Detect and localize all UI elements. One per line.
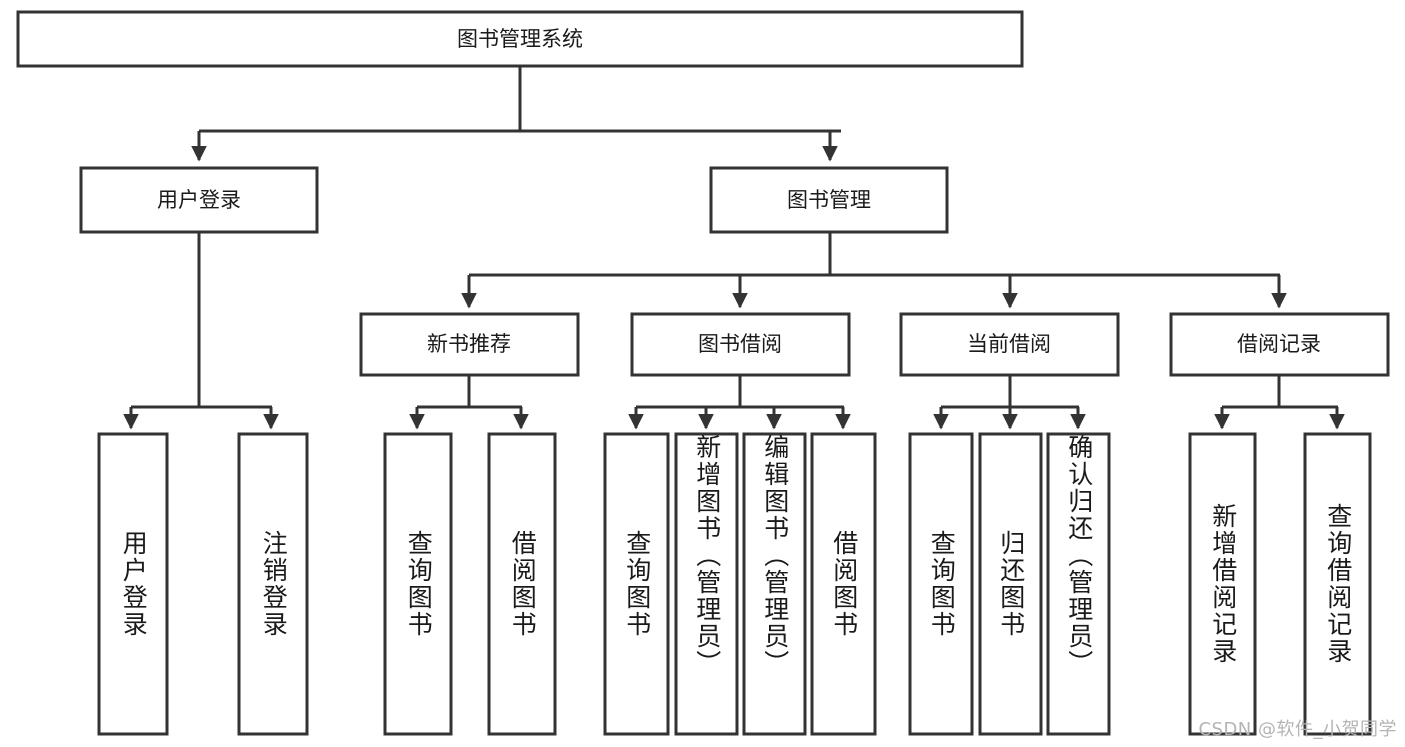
node-book-borrow-box (630, 312, 851, 377)
leaf-box-book-borrow-3[interactable] (810, 432, 877, 736)
connector-userlogin-to-leaves (123, 232, 279, 430)
leaf-box-book-borrow-1[interactable] (674, 432, 739, 736)
node-borrow-record[interactable]: 借阅记录 (1169, 312, 1390, 377)
node-current-borrow-label: 当前借阅 (967, 332, 1051, 356)
leaf-box-borrow-record-0[interactable] (1188, 432, 1257, 736)
leaf-box-new-book-0[interactable] (383, 432, 453, 736)
leaf-box-new-book-1[interactable] (487, 432, 557, 736)
connector-newbook-to-leaves (409, 375, 529, 430)
node-root-system[interactable]: 图书管理系统 (16, 10, 1024, 68)
connector-currentborrow-to-leaves (933, 375, 1086, 430)
node-book-management-box (709, 166, 949, 234)
connector-root-to-level2 (191, 66, 841, 162)
node-borrow-record-label: 借阅记录 (1237, 332, 1321, 356)
leaf-box-current-borrow-0[interactable] (908, 432, 974, 736)
leaf-box-borrow-record-1[interactable] (1303, 432, 1372, 736)
connector-bookborrow-to-leaves (628, 375, 851, 430)
watermark-text: CSDN @软件_小贺同学 (1198, 719, 1397, 740)
connector-borrowrecord-to-leaves (1214, 375, 1345, 430)
node-new-book-recommend[interactable]: 新书推荐 (359, 312, 580, 377)
node-current-borrow-box (899, 312, 1120, 377)
node-book-borrow[interactable]: 图书借阅 (630, 312, 851, 377)
node-user-login-box (79, 166, 319, 234)
node-user-login[interactable]: 用户登录 (79, 166, 319, 234)
node-new-book-recommend-box (359, 312, 580, 377)
node-root-system-label: 图书管理系统 (457, 27, 583, 51)
connector-bookmgmt-to-level3 (461, 232, 1287, 309)
node-borrow-record-box (1169, 312, 1390, 377)
node-book-management-label: 图书管理 (787, 188, 871, 212)
node-user-login-label: 用户登录 (157, 188, 241, 212)
node-book-borrow-label: 图书借阅 (698, 332, 782, 356)
leaf-box-current-borrow-2[interactable] (1046, 432, 1111, 736)
node-new-book-recommend-label: 新书推荐 (427, 332, 511, 356)
leaf-box-book-borrow-0[interactable] (603, 432, 670, 736)
leaf-box-book-borrow-2[interactable] (742, 432, 807, 736)
leaf-box-user-login-1[interactable] (237, 432, 309, 736)
leaf-box-current-borrow-1[interactable] (978, 432, 1043, 736)
node-book-management[interactable]: 图书管理 (709, 166, 949, 234)
node-current-borrow[interactable]: 当前借阅 (899, 312, 1120, 377)
node-root-system-box (16, 10, 1024, 68)
leaf-box-user-login-0[interactable] (97, 432, 169, 736)
